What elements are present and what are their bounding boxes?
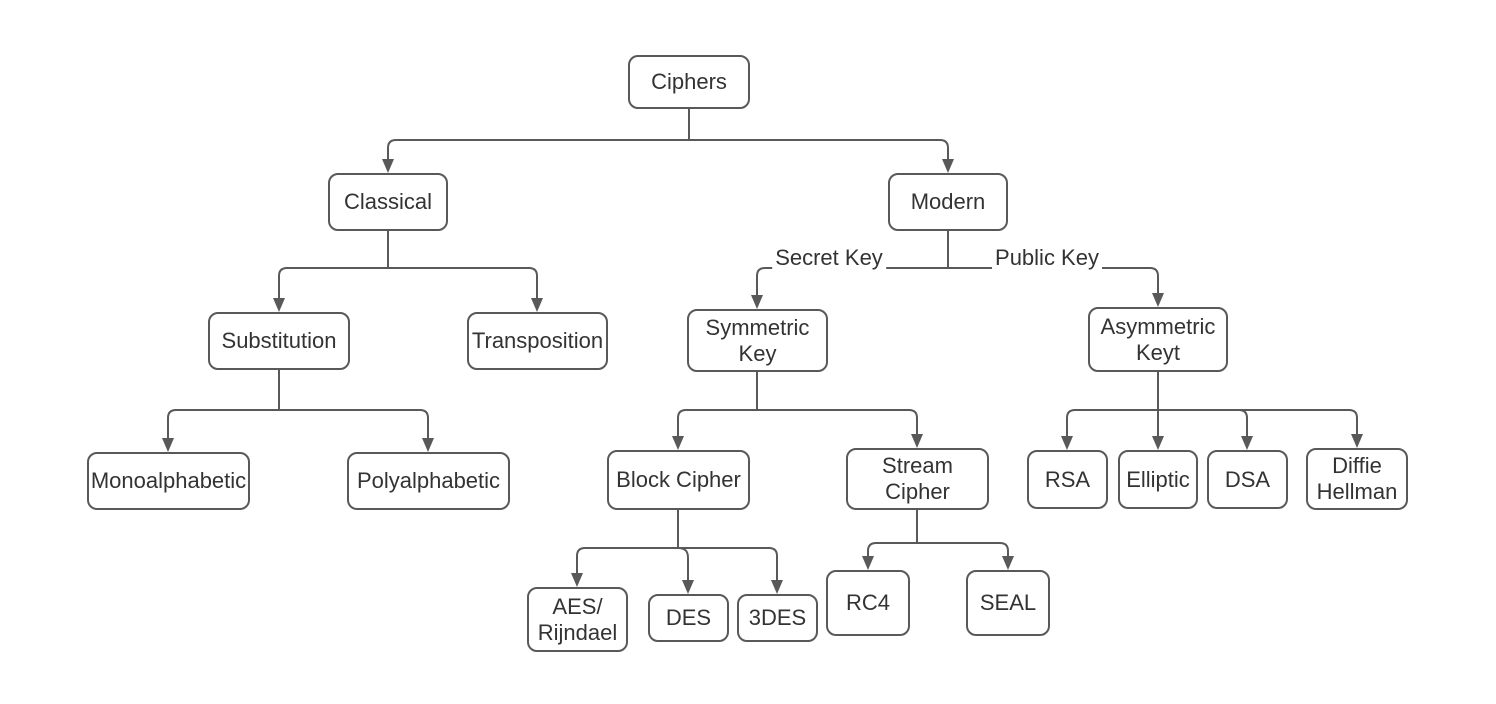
node-monoalphabetic: Monoalphabetic [87,452,250,510]
node-des-label: DES [665,605,712,631]
node-aes-rijndael: AES/ Rijndael [527,587,628,652]
edges-from-classical [273,230,543,312]
node-monoalphabetic-label: Monoalphabetic [90,468,247,494]
node-des: DES [648,594,729,642]
node-block-cipher: Block Cipher [607,450,750,510]
edge-label-secret-key: Secret Key [772,245,886,271]
node-polyalphabetic-label: Polyalphabetic [356,468,501,494]
connector [387,267,538,303]
node-elliptic: Elliptic [1118,450,1198,509]
arrowhead [771,580,783,594]
node-diffie-hellman: Diffie Hellman [1306,448,1408,510]
connector [278,409,429,443]
node-rsa-label: RSA [1044,466,1091,492]
node-symmetric-key: Symmetric Key [687,309,828,372]
arrowhead [911,434,923,448]
node-block-cipher-label: Block Cipher [616,467,741,493]
node-classical: Classical [328,173,448,231]
node-stream-cipher: Stream Cipher [846,448,989,510]
connector [677,547,689,585]
node-rsa: RSA [1027,450,1108,509]
arrowhead [571,573,583,587]
node-substitution-label: Substitution [221,328,337,354]
connector [677,409,758,441]
edges-from-stream-cipher [862,509,1014,570]
arrowhead [682,580,694,594]
connector [387,139,690,164]
arrowhead [1351,434,1363,448]
connector [1157,409,1248,441]
connector [756,267,949,300]
node-3des: 3DES [737,594,818,642]
node-substitution: Substitution [208,312,350,370]
arrowhead [1152,293,1164,307]
arrowhead [1152,436,1164,450]
node-asymmetric-key-label: Asymmetric Keyt [1100,313,1216,365]
edges-from-symmetric-key [672,371,923,450]
node-diffie-hellman-label: Diffie Hellman [1316,453,1398,504]
connector [947,267,1159,298]
connector [688,139,949,164]
node-polyalphabetic: Polyalphabetic [347,452,510,510]
node-modern-label: Modern [910,189,986,215]
edges-from-ciphers [382,108,954,173]
node-dsa-label: DSA [1224,466,1271,492]
node-transposition: Transposition [467,312,608,370]
node-ciphers: Ciphers [628,55,750,109]
connector [916,542,1009,561]
node-stream-cipher-label: Stream Cipher [882,453,953,504]
node-rc4: RC4 [826,570,910,636]
connector [1066,409,1159,441]
edge-label-public-key: Public Key [992,245,1102,271]
node-rc4-label: RC4 [845,590,890,616]
connector [756,409,918,439]
arrowhead [382,159,394,173]
connector [677,547,778,585]
connector [576,547,679,578]
arrowhead [273,298,285,312]
node-transposition-label: Transposition [471,328,604,354]
node-classical-label: Classical [343,189,433,215]
arrowhead [751,295,763,309]
node-dsa: DSA [1207,450,1288,509]
edges-from-block-cipher [571,509,783,594]
arrowhead [162,438,174,452]
arrowhead [672,436,684,450]
arrowhead [1241,436,1253,450]
edges-from-modern [751,230,1164,309]
connector [167,409,280,443]
arrowhead [531,298,543,312]
node-seal-label: SEAL [979,590,1037,616]
node-modern: Modern [888,173,1008,231]
connector [867,542,918,561]
arrowhead [862,556,874,570]
node-3des-label: 3DES [748,605,807,631]
node-asymmetric-key: Asymmetric Keyt [1088,307,1228,372]
arrowhead [942,159,954,173]
node-elliptic-label: Elliptic [1126,466,1190,492]
edges-from-asymmetric-key [1061,371,1363,450]
arrowhead [1002,556,1014,570]
arrowhead [422,438,434,452]
node-symmetric-key-label: Symmetric Key [705,314,810,366]
arrowhead [1061,436,1073,450]
node-ciphers-label: Ciphers [651,69,727,95]
node-aes-rijndael-label: AES/ Rijndael [537,593,618,645]
connector [1157,409,1358,439]
node-seal: SEAL [966,570,1050,636]
connector [278,267,389,303]
edges-from-substitution [162,369,434,452]
